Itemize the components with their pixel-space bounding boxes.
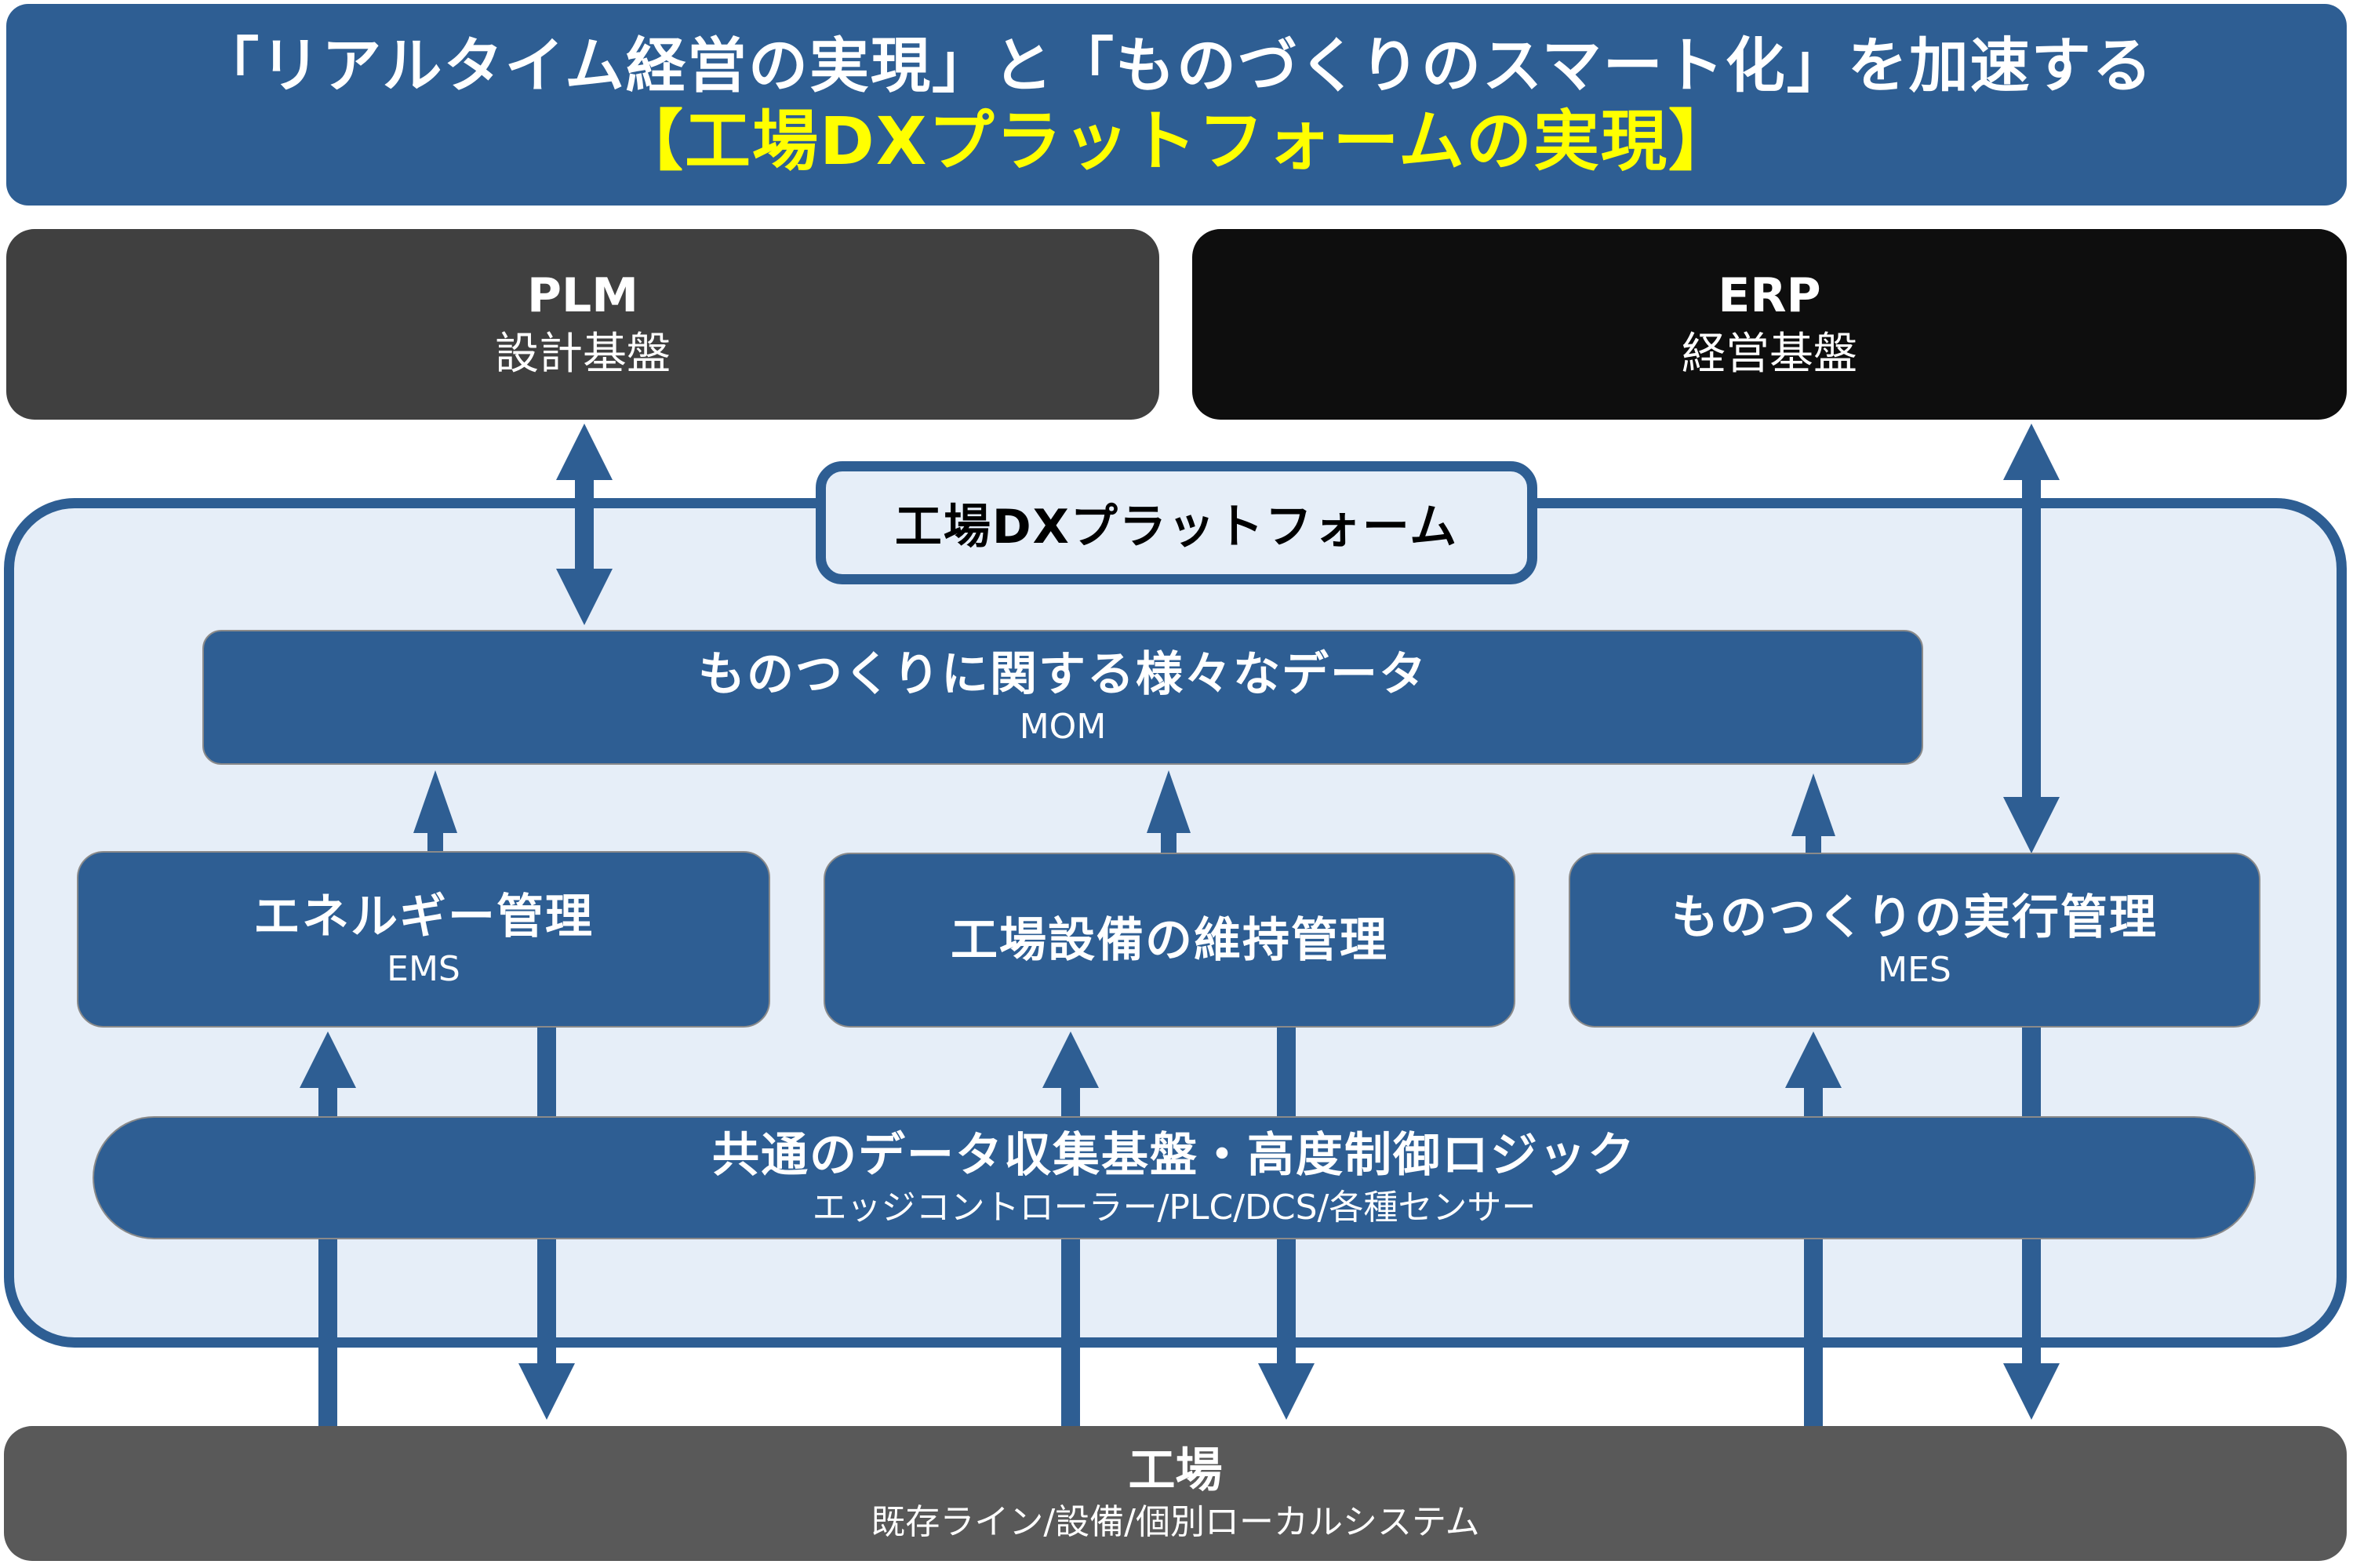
ems-title: エネルギー管理 [253,889,594,944]
common-subtitle: エッジコントローラー/PLC/DCS/各種センサー [812,1187,1537,1228]
factory-box: 工場 既存ライン/設備/個別ローカルシステム [4,1426,2347,1561]
erp-box: ERP 経営基盤 [1192,229,2347,420]
arrow-plm-mom-head-up [556,424,613,480]
plm-title: PLM [527,267,638,323]
mes-title: ものつくりの実行管理 [1671,890,2158,945]
factory-subtitle: 既存ライン/設備/個別ローカルシステム [871,1502,1480,1542]
platform-label: 工場DXプラットフォーム [894,500,1459,555]
title-line2: 【工場DXプラットフォームの実現】 [617,102,1736,180]
arrow-mes-factory-head-down [2003,1363,2060,1420]
erp-subtitle: 経営基盤 [1682,328,1857,380]
ems-box: エネルギー管理 EMS [77,851,770,1028]
arrow-erp-mes-head-up [2003,424,2060,480]
title-line1: 「リアルタイム経営の実現」と「ものづくりのスマート化」を加速する [199,30,2154,100]
mom-subtitle: MOM [1019,707,1107,747]
factory-title: 工場 [1128,1443,1223,1498]
arrow-maint-factory-head-down [1258,1363,1315,1420]
mom-box: ものつくりに関する様々なデータ MOM [202,630,1923,765]
mes-box: ものつくりの実行管理 MES [1569,853,2260,1028]
arrow-ems-factory-head-down [518,1363,575,1420]
ems-subtitle: EMS [387,948,460,989]
plm-box: PLM 設計基盤 [6,229,1159,420]
mom-title: ものつくりに関する様々なデータ [698,647,1427,702]
common-title: 共通のデータ収集基盤・高度制御ロジック [712,1127,1636,1183]
title-banner: 「リアルタイム経営の実現」と「ものづくりのスマート化」を加速する 【工場DXプラ… [6,4,2347,206]
common-data-platform-box: 共通のデータ収集基盤・高度制御ロジック エッジコントローラー/PLC/DCS/各… [93,1116,2256,1239]
mes-subtitle: MES [1878,949,1951,990]
plm-subtitle: 設計基盤 [495,328,671,380]
maintenance-box: 工場設備の維持管理 [824,853,1515,1028]
erp-title: ERP [1718,267,1821,323]
maintenance-title: 工場設備の維持管理 [951,912,1388,968]
platform-label-box: 工場DXプラットフォーム [816,461,1537,584]
